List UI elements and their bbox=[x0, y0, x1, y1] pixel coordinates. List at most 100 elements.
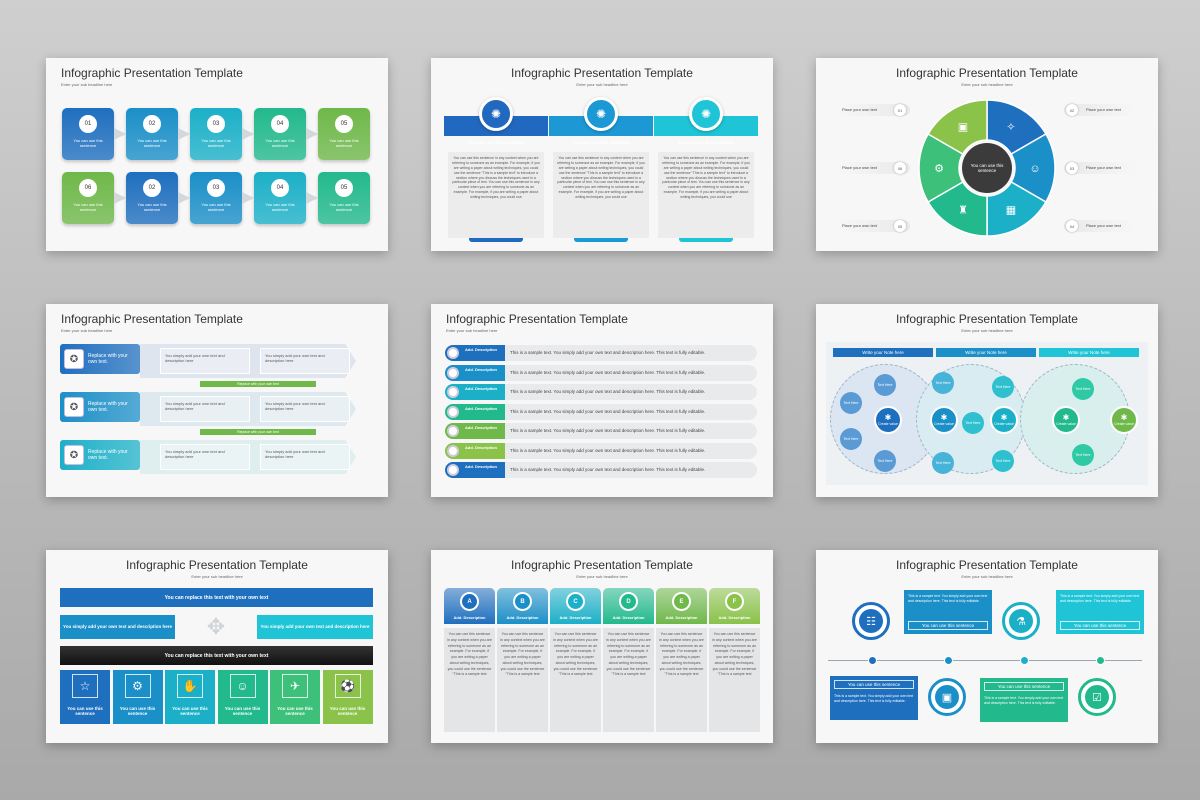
timeline-circle: ☑ bbox=[1078, 678, 1116, 716]
slide-3[interactable]: Infographic Presentation Template Enter … bbox=[816, 58, 1158, 251]
text-bubble-label: Text Here bbox=[935, 381, 951, 385]
process-box: You simply add your own text and descrip… bbox=[260, 348, 350, 374]
feature-tile: ☺ You can use this sentence bbox=[217, 670, 268, 724]
slide-title: Infographic Presentation Template bbox=[896, 558, 1078, 572]
slide-title: Infographic Presentation Template bbox=[896, 312, 1078, 326]
process-label-text: Replace with your own text. bbox=[88, 353, 128, 365]
green-bar: Replace with your own text bbox=[200, 381, 316, 387]
idea-icon: ✺ bbox=[689, 97, 723, 131]
timeline-box: This is a sample text. You simply add yo… bbox=[980, 678, 1068, 722]
tile-text: You can use this sentence bbox=[172, 706, 208, 717]
timeline-box: This is a sample text. You simply add yo… bbox=[1056, 590, 1144, 634]
left-box: You simply add your own text and descrip… bbox=[60, 615, 175, 639]
idea-icon: ✺ bbox=[584, 97, 618, 131]
list-row-bg bbox=[445, 442, 757, 459]
slide-7[interactable]: Infographic Presentation Template Enter … bbox=[46, 550, 388, 743]
slide-1[interactable]: Infographic Presentation Template Enter … bbox=[46, 58, 388, 251]
slide-subtitle: Enter your sub headline here bbox=[576, 82, 628, 87]
timeline-box-label: You can use this sentence bbox=[834, 680, 914, 689]
value-bubble-label: Create value bbox=[994, 422, 1014, 426]
slide-6[interactable]: Infographic Presentation Template Enter … bbox=[816, 304, 1158, 497]
timeline-circle: ▣ bbox=[928, 678, 966, 716]
text-bubble-label: Text Here bbox=[843, 401, 859, 405]
text-bubble-label: Text Here bbox=[965, 421, 981, 425]
step-text: You can use this sentence bbox=[265, 202, 295, 212]
step-text: You can use this sentence bbox=[329, 138, 359, 148]
timeline-box-label: You can use this sentence bbox=[908, 621, 988, 630]
text-bubble: Text Here bbox=[1072, 378, 1094, 400]
list-label: Add. Description bbox=[445, 364, 505, 381]
list-row-text: This is a sample text. You simply add yo… bbox=[510, 408, 706, 414]
slide-8[interactable]: Infographic Presentation Template Enter … bbox=[431, 550, 773, 743]
column-body-text: You can use this sentence in any context… bbox=[662, 156, 750, 200]
value-bubble: ✱Create value bbox=[874, 406, 902, 434]
tile-text: You can use this sentence bbox=[224, 706, 261, 717]
timeline-dot bbox=[868, 656, 877, 665]
cycle-segment bbox=[918, 132, 964, 204]
feature-tile: ✋You can use this sentence bbox=[165, 670, 215, 724]
text-bubble-label: Text Here bbox=[995, 459, 1011, 463]
step-text: You can use this sentence bbox=[201, 202, 231, 212]
slide-2[interactable]: Infographic Presentation Template Enter … bbox=[431, 58, 773, 251]
list-row-bg bbox=[445, 345, 757, 361]
slide-9[interactable]: Infographic Presentation Template Enter … bbox=[816, 550, 1158, 743]
tile-text: You can use this sentence bbox=[67, 706, 103, 717]
slide-subtitle: Enter your sub headline here bbox=[446, 328, 498, 333]
column-tab bbox=[469, 238, 523, 242]
step-number: 02 bbox=[143, 115, 161, 133]
step-number: 05 bbox=[335, 115, 353, 133]
text-bubble: Text Here bbox=[992, 450, 1014, 472]
slide-4[interactable]: Infographic Presentation Template Enter … bbox=[46, 304, 388, 497]
tile-icon: ☆ bbox=[72, 674, 98, 698]
list-label-text: Add. Description bbox=[465, 444, 498, 450]
cycle-label-text: Place your own text bbox=[842, 165, 877, 170]
step-number: 04 bbox=[271, 179, 289, 197]
value-bubble-label: Create value bbox=[1114, 422, 1134, 426]
arrow-right-icon bbox=[306, 192, 318, 204]
slide-title: Infographic Presentation Template bbox=[61, 66, 243, 80]
timeline-box: This is a sample text. You simply add yo… bbox=[904, 590, 992, 634]
note-header-text: Write your Note here bbox=[1068, 350, 1110, 355]
cycle-center-text: You can use this sentence bbox=[970, 162, 1004, 173]
step-number: 03 bbox=[207, 115, 225, 133]
text-bubble: Text Here bbox=[1072, 444, 1094, 466]
process-box: You simply add your own text and descrip… bbox=[260, 444, 350, 470]
step-text: You can use this sentence bbox=[329, 202, 359, 212]
list-bullet-icon bbox=[447, 444, 459, 457]
slide-subtitle: Enter your sub headline here bbox=[961, 328, 1013, 333]
process-box-text: You simply add your own text and descrip… bbox=[265, 449, 325, 460]
timeline-box-text: This is a sample text. You simply add yo… bbox=[1060, 594, 1140, 603]
note-header: Write your Note here bbox=[833, 348, 933, 357]
tile-icon: ✈ bbox=[282, 674, 308, 698]
tile-text: You can use this sentence bbox=[119, 706, 156, 717]
timeline-circle: ☷ bbox=[852, 602, 890, 640]
slide-5[interactable]: Infographic Presentation Template Enter … bbox=[431, 304, 773, 497]
list-bullet-icon bbox=[447, 425, 459, 437]
tile-icon: ☺ bbox=[229, 674, 256, 698]
cycle-label-text: Place your own text bbox=[842, 223, 877, 228]
column-head-label: Add. Description bbox=[612, 615, 645, 620]
list-bullet-icon bbox=[447, 386, 459, 398]
text-bubble-label: Text Here bbox=[843, 437, 859, 441]
slide-subtitle: Enter your sub headline here bbox=[61, 328, 113, 333]
text-bubble: Text Here bbox=[992, 376, 1014, 398]
arrow-right-icon bbox=[178, 128, 190, 140]
column-body-text: You can use this sentence in any context… bbox=[452, 156, 540, 200]
letter-badge-letter: F bbox=[727, 594, 742, 609]
list-row-bg bbox=[445, 364, 757, 381]
slide-title: Infographic Presentation Template bbox=[511, 66, 693, 80]
